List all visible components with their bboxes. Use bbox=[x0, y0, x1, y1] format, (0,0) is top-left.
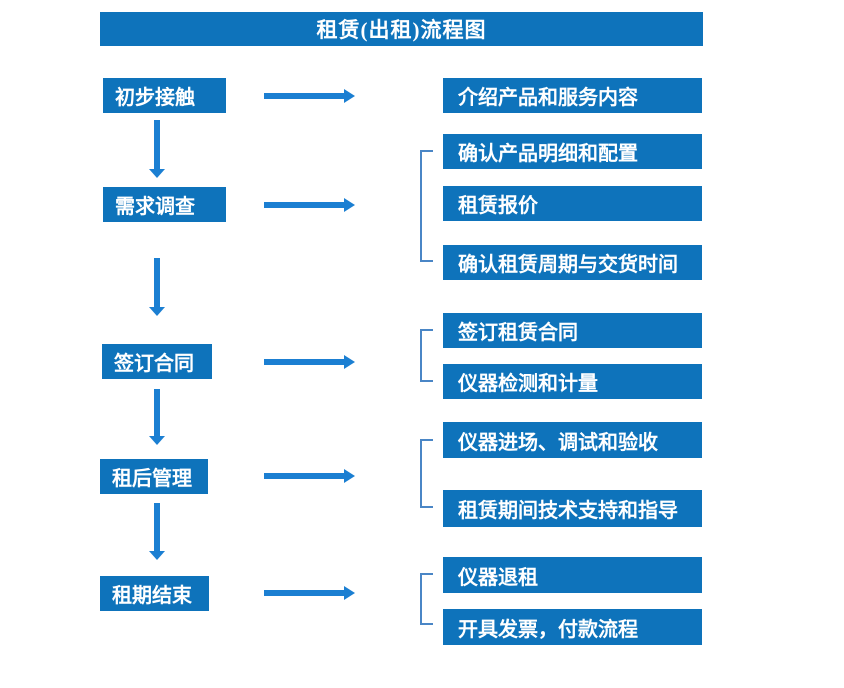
arrow-shaft bbox=[154, 120, 160, 169]
arrow-shaft bbox=[154, 389, 160, 436]
arrow-shaft bbox=[154, 503, 160, 551]
arrow-head bbox=[344, 198, 355, 212]
right-arrow-icon bbox=[264, 586, 355, 600]
arrow-head bbox=[149, 169, 165, 178]
arrow-shaft bbox=[264, 202, 345, 208]
right-arrow-icon bbox=[264, 198, 355, 212]
detail-box-invoice-payment: 开具发票，付款流程 bbox=[443, 609, 702, 645]
diagram-title: 租赁(出租)流程图 bbox=[100, 12, 703, 46]
down-arrow-icon bbox=[149, 389, 166, 445]
detail-box-rental-quote: 租赁报价 bbox=[443, 186, 702, 221]
stage-box-demand-survey: 需求调查 bbox=[103, 187, 226, 222]
arrow-head bbox=[344, 355, 355, 369]
detail-box-instrument-testing: 仪器检测和计量 bbox=[443, 364, 702, 399]
right-arrow-icon bbox=[264, 355, 355, 369]
stage-box-sign-contract: 签订合同 bbox=[102, 344, 212, 379]
detail-box-introduce-products: 介绍产品和服务内容 bbox=[443, 78, 702, 113]
arrow-head bbox=[344, 89, 355, 103]
right-arrow-icon bbox=[264, 469, 355, 483]
detail-box-confirm-config: 确认产品明细和配置 bbox=[443, 134, 702, 169]
arrow-shaft bbox=[264, 473, 345, 479]
down-arrow-icon bbox=[149, 258, 166, 316]
detail-box-instrument-setup: 仪器进场、调试和验收 bbox=[443, 422, 702, 458]
arrow-shaft bbox=[264, 590, 345, 596]
right-arrow-icon bbox=[264, 89, 355, 103]
arrow-head bbox=[149, 307, 165, 316]
group-bracket-sign-contract bbox=[420, 329, 433, 382]
stage-box-rental-end: 租期结束 bbox=[100, 576, 209, 611]
arrow-shaft bbox=[264, 359, 345, 365]
group-bracket-demand-survey bbox=[420, 150, 433, 262]
arrow-head bbox=[344, 586, 355, 600]
stage-box-initial-contact: 初步接触 bbox=[103, 78, 226, 113]
stage-box-post-rental-mgmt: 租后管理 bbox=[100, 459, 208, 494]
down-arrow-icon bbox=[149, 503, 166, 560]
detail-box-tech-support: 租赁期间技术支持和指导 bbox=[443, 490, 702, 527]
arrow-head bbox=[149, 551, 165, 560]
down-arrow-icon bbox=[149, 120, 166, 178]
group-bracket-rental-end bbox=[420, 573, 433, 625]
detail-box-instrument-return: 仪器退租 bbox=[443, 557, 702, 593]
arrow-head bbox=[344, 469, 355, 483]
arrow-head bbox=[149, 436, 165, 445]
arrow-shaft bbox=[154, 258, 160, 307]
group-bracket-post-rental-mgmt bbox=[420, 439, 433, 508]
detail-box-sign-rental-contract: 签订租赁合同 bbox=[443, 313, 702, 348]
arrow-shaft bbox=[264, 93, 345, 99]
detail-box-confirm-period: 确认租赁周期与交货时间 bbox=[443, 245, 702, 280]
